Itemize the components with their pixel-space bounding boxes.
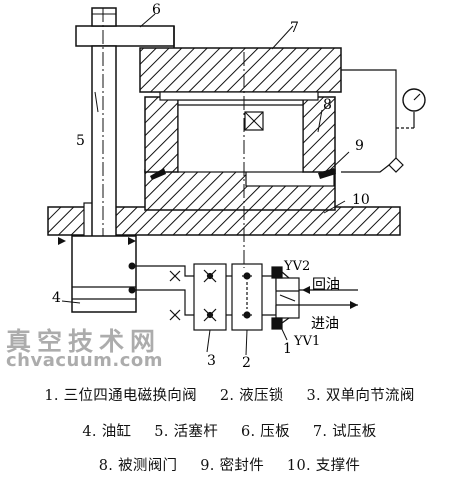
watermark-chinese: 真空技术网: [6, 327, 162, 356]
legend-item-1: 1. 三位四通电磁换向阀: [44, 388, 197, 404]
pressure-gauge-icon: [402, 88, 426, 112]
legend-item-2: 2. 液压锁: [219, 388, 284, 404]
test-pressure-plate: [139, 47, 342, 101]
yv2-label: YV2: [283, 259, 310, 274]
legend-row-1: 1. 三位四通电磁换向阀 2. 液压锁 3. 双单向节流阀: [0, 384, 459, 405]
dual-throttle-valve: [193, 263, 227, 331]
legend-item-5: 5. 活塞杆: [154, 424, 219, 440]
callout-7: 7: [290, 20, 299, 36]
callout-1: 1: [283, 341, 292, 357]
legend-item-7: 7. 试压板: [312, 424, 377, 440]
legend-item-4: 4. 油缸: [82, 424, 132, 440]
return-arrow: [302, 286, 310, 294]
seal-right: [318, 168, 336, 179]
legend-item-8: 8. 被测阀门: [98, 458, 178, 474]
legend-row-3: 8. 被测阀门 9. 密封件 10. 支撑件: [0, 454, 459, 475]
legend-row-2: 4. 油缸 5. 活塞杆 6. 压板 7. 试压板: [0, 420, 459, 441]
leader-lines: [61, 13, 350, 356]
return-oil-label: 回油: [312, 277, 340, 293]
legend-item-3: 3. 双单向节流阀: [306, 388, 415, 404]
legend-item-9: 9. 密封件: [200, 458, 264, 474]
yv1-label: YV1: [293, 334, 320, 349]
legend-item-6: 6. 压板: [240, 424, 290, 440]
oil-cylinder: [58, 235, 137, 313]
hydraulic-lock: [231, 263, 263, 331]
hydraulic-lines: [136, 265, 358, 321]
watermark-url: chvacuum.com: [6, 350, 164, 371]
solenoid-valve: [271, 266, 300, 330]
supply-oil-label: 进油: [311, 316, 339, 332]
legend-item-10: 10. 支撑件: [286, 458, 361, 474]
press-plate: [75, 25, 175, 48]
seal-left: [150, 168, 166, 180]
callout-3: 3: [207, 353, 216, 369]
tested-valve: [144, 96, 336, 173]
callout-10: 10: [352, 192, 370, 208]
callout-4: 4: [52, 290, 61, 306]
callout-9: 9: [355, 138, 364, 154]
pressure-gauge-circuit: [341, 69, 415, 173]
valve-body-lower: [144, 169, 336, 211]
callout-5: 5: [76, 133, 85, 149]
supply-arrow: [350, 301, 358, 309]
callout-2: 2: [242, 355, 251, 371]
callout-6: 6: [152, 2, 161, 18]
callout-8: 8: [323, 97, 332, 113]
